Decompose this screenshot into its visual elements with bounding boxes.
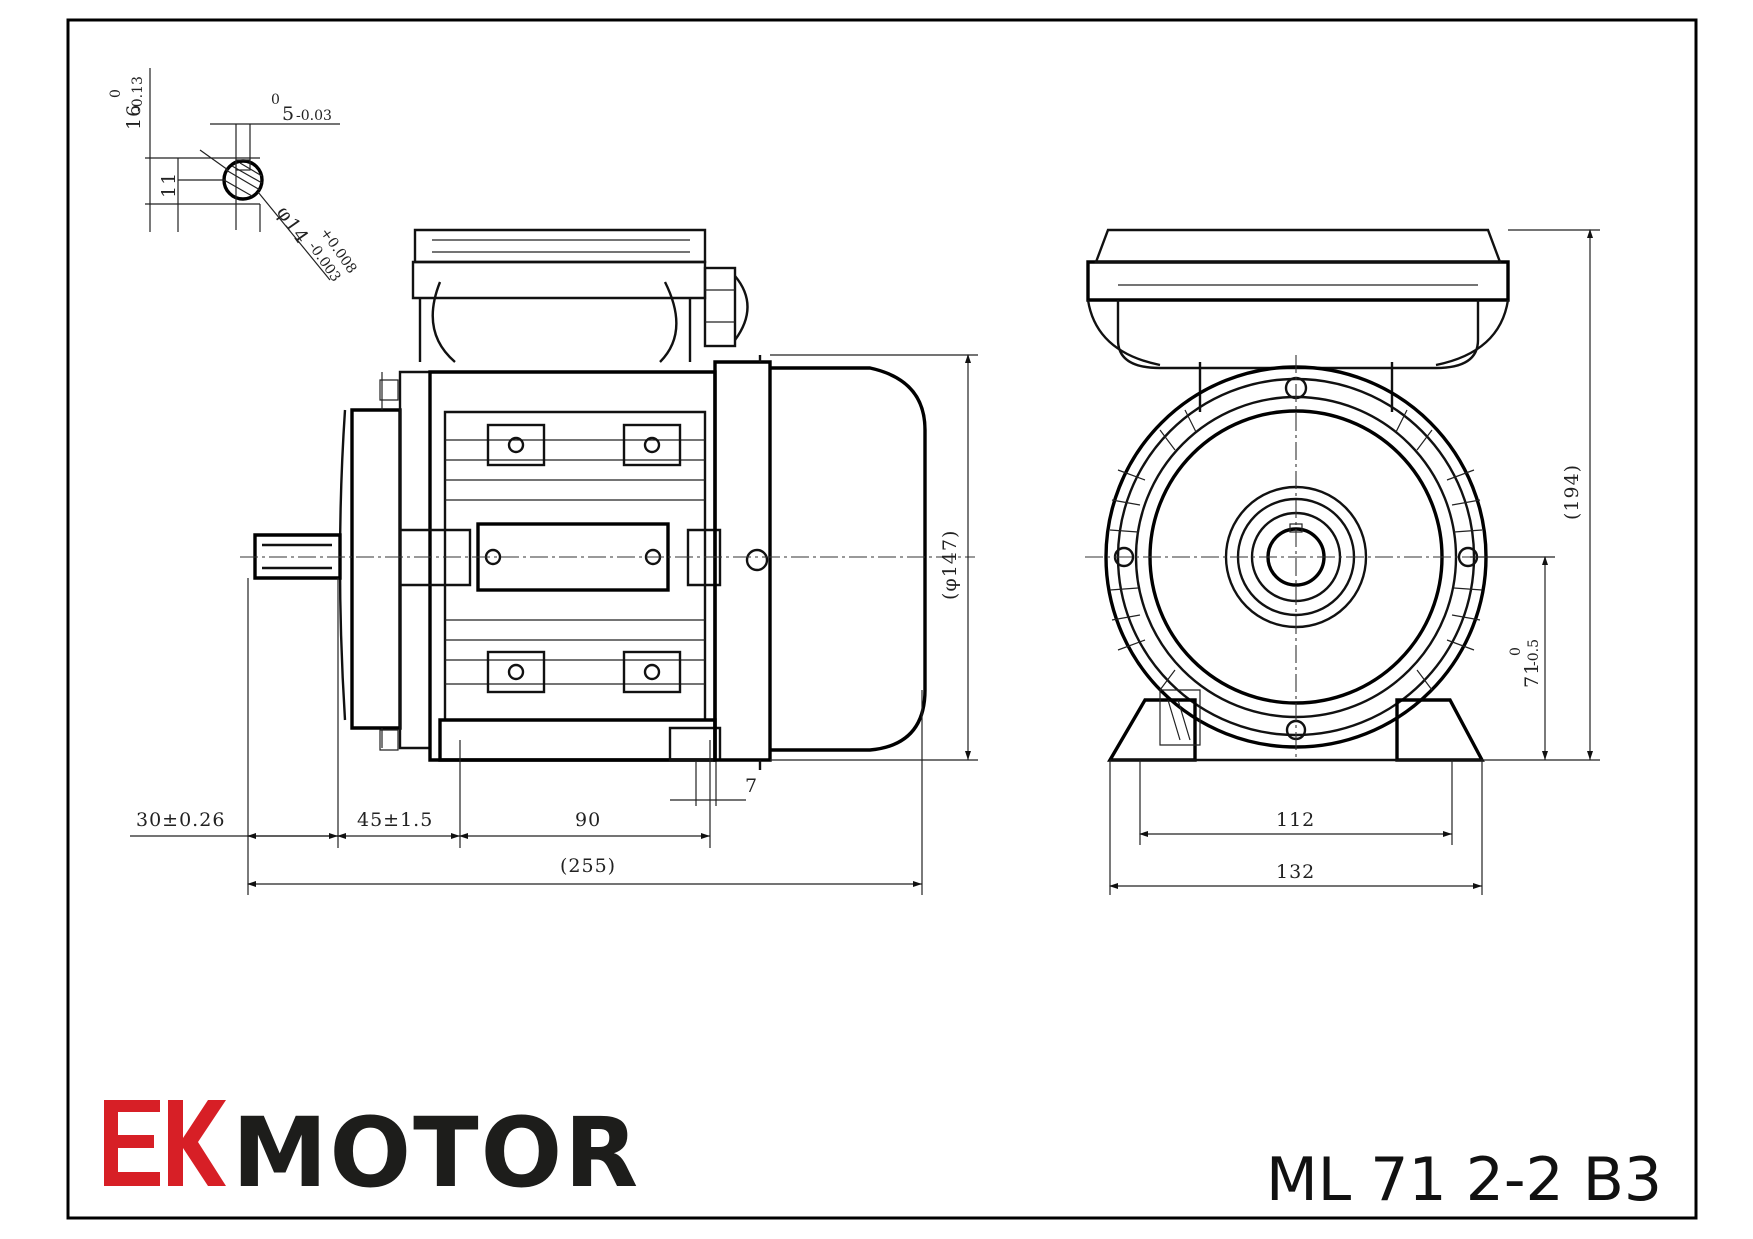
foot-span-label: 90 [575,809,601,831]
key-height-tol-lower: -0.13 [130,76,146,112]
overall-height-label: (194) [1561,464,1583,520]
base-width-label: 132 [1276,861,1315,883]
key-depth-label: 11 [158,172,180,198]
brand-logo: MOTOR [104,1097,640,1209]
key-height-tol-upper: 0 [108,89,124,98]
brand-name: MOTOR [232,1097,640,1209]
model-number: ML 71 2-2 B3 [1266,1145,1662,1215]
overall-length-label: (255) [560,855,616,877]
shaft-length-label: 30±0.26 [136,809,225,831]
key-width-tol-upper: 0 [271,92,280,108]
key-width-tol-lower: -0.03 [296,108,332,124]
shaft-diameter-label: φ14 [272,202,313,248]
key-width-label: 5 [282,103,295,125]
foot-hole-label: 7 [745,775,758,797]
key-height-label: 16 [123,104,145,130]
front-view: 112 132 (194) 71 0 -0.5 [1085,228,1600,895]
drawing-frame [66,18,1698,1220]
shaft-height-tol-upper: 0 [1508,647,1524,656]
shaft-key-detail: 16 0 -0.13 5 0 -0.03 11 φ14 +0.008 -0.00… [108,68,360,285]
side-view: 30±0.26 45±1.5 90 7 (255) (φ147) [130,228,978,895]
flange-offset-label: 45±1.5 [357,809,433,831]
body-diameter-label: (φ147) [939,530,961,600]
foot-hole-spacing-label: 112 [1276,809,1315,831]
shaft-height-tol-lower: -0.5 [1526,639,1542,666]
shaft-height-label: 71 [1521,662,1543,688]
